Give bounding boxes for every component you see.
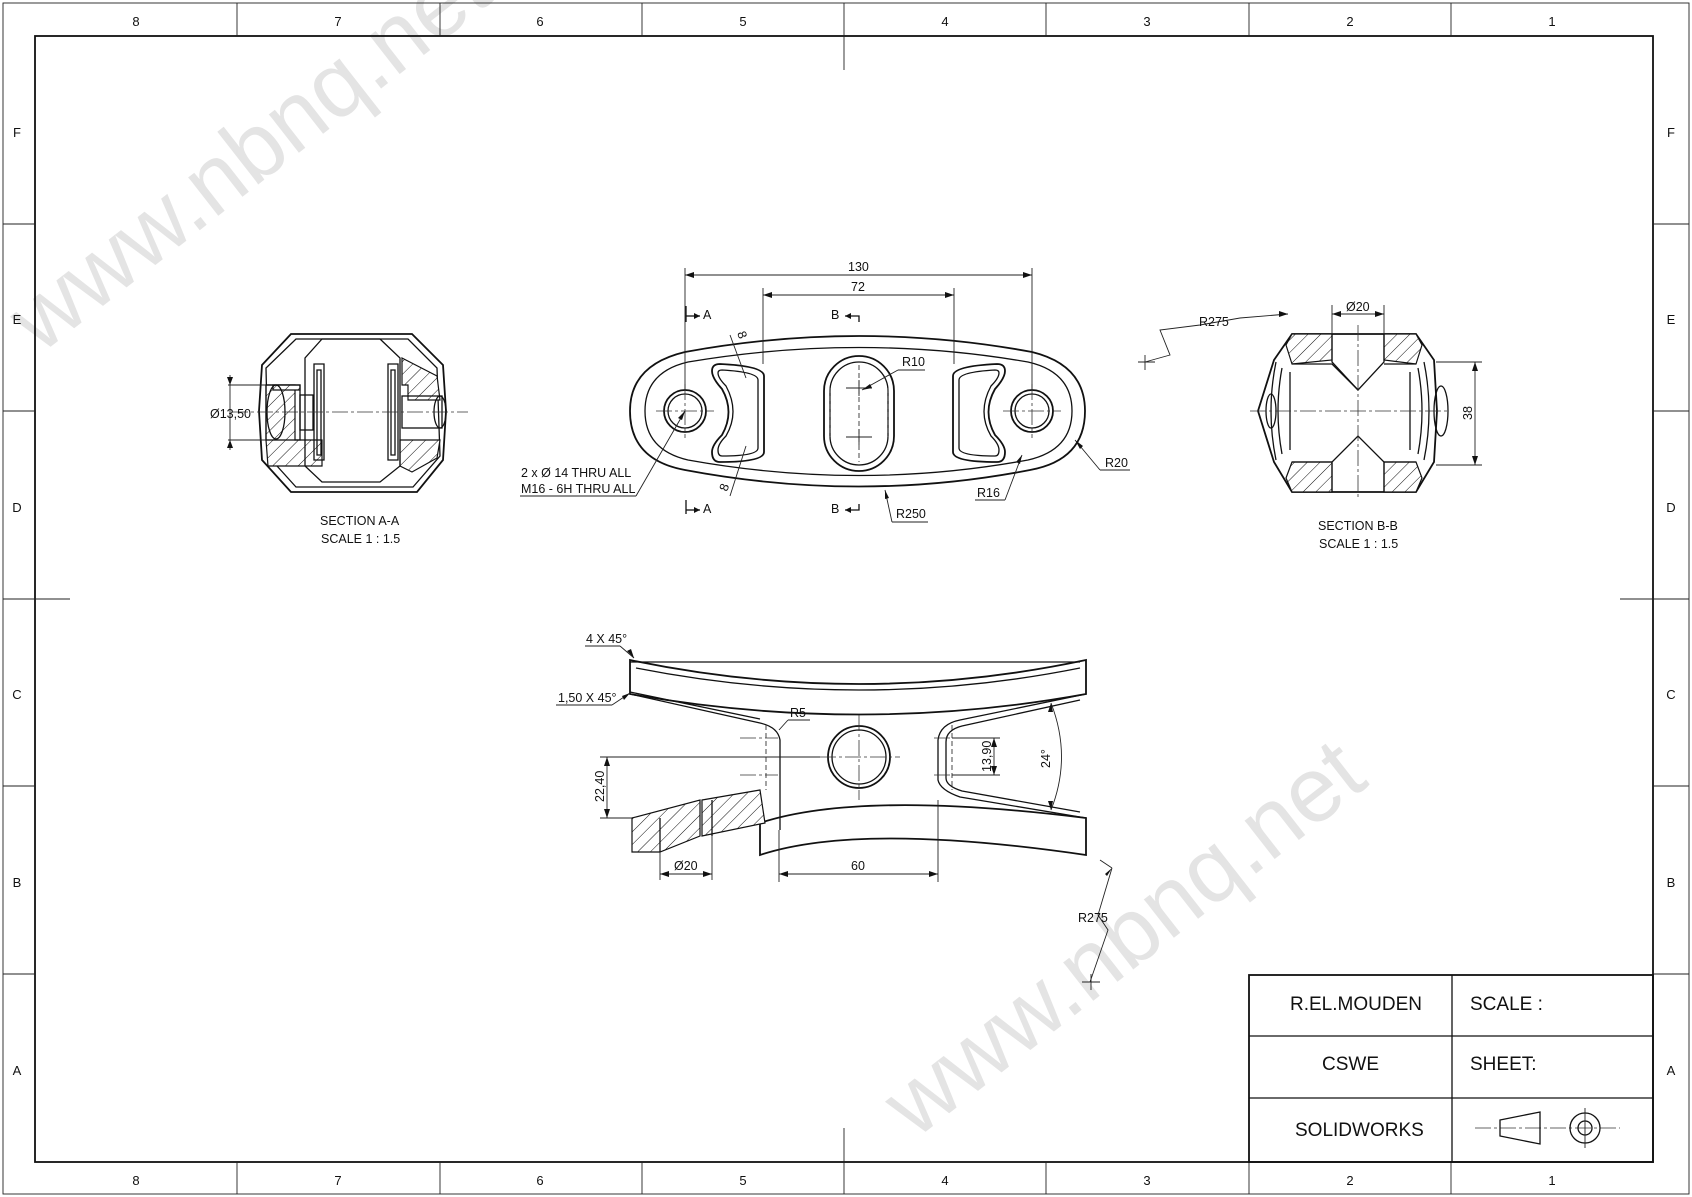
zone-col-bottom-7: 2 [1346,1173,1353,1188]
section-bb-scale: SCALE 1 : 1.5 [1319,537,1398,551]
front-view-dim-13-90: 13,90 [980,741,994,772]
zone-col-top-3: 6 [536,14,543,29]
front-view: 4 X 45° 1,50 X 45° R5 22,40 Ø20 60 13,90 [556,632,1113,990]
zone-col-top-8: 1 [1548,14,1555,29]
top-view: 130 72 A A B B R10 R20 R16 [520,260,1130,523]
top-view-r250: R250 [896,507,926,521]
top-view-hole-note-line2: M16 - 6H THRU ALL [521,482,635,496]
zone-col-bottom-5: 4 [941,1173,948,1188]
zone-col-bottom-8: 1 [1548,1173,1555,1188]
title-block-author: R.EL.MOUDEN [1290,994,1422,1015]
section-aa-scale: SCALE 1 : 1.5 [321,532,400,546]
zone-col-top-2: 7 [334,14,341,29]
zone-row-left-6: A [13,1063,22,1078]
zone-row-left-1: F [13,125,21,140]
section-b-marker-top: B [831,308,839,322]
section-a-marker-bottom: A [703,502,712,516]
watermark: www.nbnq.net www.nbnq.net [0,0,1383,1156]
front-view-dim-60: 60 [851,859,865,873]
section-aa-title: SECTION A-A [320,514,400,528]
top-view-dim-130: 130 [848,260,869,274]
zone-col-bottom-1: 8 [132,1173,139,1188]
top-view-hole-note-line1: 2 x Ø 14 THRU ALL [521,466,631,480]
title-block-scale-label: SCALE : [1470,994,1543,1015]
zone-col-top-1: 8 [132,14,139,29]
top-view-r20: R20 [1105,456,1128,470]
section-bb-diameter-label: Ø20 [1346,300,1370,314]
front-view-r5: R5 [790,706,806,720]
zone-row-right-4: C [1666,687,1675,702]
front-view-chamfer-4x45: 4 X 45° [586,632,627,646]
section-a-marker-top: A [703,308,712,322]
zone-col-top-7: 2 [1346,14,1353,29]
zone-col-bottom-2: 7 [334,1173,341,1188]
front-view-angle-24: 24° [1039,749,1053,768]
zone-col-top-5: 4 [941,14,948,29]
section-b-marker-bottom: B [831,502,839,516]
front-view-r275: R275 [1078,911,1108,925]
front-view-chamfer-1-5x45: 1,50 X 45° [558,691,617,705]
top-view-r16: R16 [977,486,1000,500]
zone-col-bottom-6: 3 [1143,1173,1150,1188]
title-block: R.EL.MOUDEN SCALE : CSWE SHEET: SOLIDWOR… [1248,974,1654,1163]
zone-row-right-6: A [1667,1063,1676,1078]
title-block-sheet-label: SHEET: [1470,1054,1537,1075]
zone-row-left-2: E [13,312,22,327]
zone-row-left-3: D [12,500,21,515]
title-block-company: CSWE [1322,1054,1379,1075]
zone-row-left-5: B [13,875,22,890]
section-bb-radius-label: R275 [1199,315,1229,329]
top-view-r10: R10 [902,355,925,369]
section-bb-view: Ø20 38 R275 SECTION B-B SCALE 1 : 1.5 [1138,300,1482,551]
top-view-rib-8-bottom: 8 [717,482,733,493]
zone-col-bottom-4: 5 [739,1173,746,1188]
top-view-dim-72: 72 [851,280,865,294]
zone-row-right-2: E [1667,312,1676,327]
section-aa-diameter-label: Ø13,50 [210,407,251,421]
zone-col-top-4: 5 [739,14,746,29]
zone-row-right-1: F [1667,125,1675,140]
top-view-rib-8-top: 8 [734,329,750,340]
zone-col-bottom-3: 6 [536,1173,543,1188]
front-view-dia-20: Ø20 [674,859,698,873]
watermark-text-top: www.nbnq.net [0,0,508,371]
front-view-dim-22-40: 22,40 [593,771,607,802]
zone-row-right-5: B [1667,875,1676,890]
projection-symbol-icon [1475,1108,1620,1148]
watermark-text-bottom: www.nbnq.net [864,720,1383,1157]
section-aa-view: Ø13,50 SECTION A-A SCALE 1 : 1.5 [210,333,468,546]
title-block-software: SOLIDWORKS [1295,1120,1424,1141]
section-bb-title: SECTION B-B [1318,519,1398,533]
zone-row-left-4: C [12,687,21,702]
zone-col-top-6: 3 [1143,14,1150,29]
section-bb-height-label: 38 [1461,406,1475,420]
zone-row-right-3: D [1666,500,1675,515]
